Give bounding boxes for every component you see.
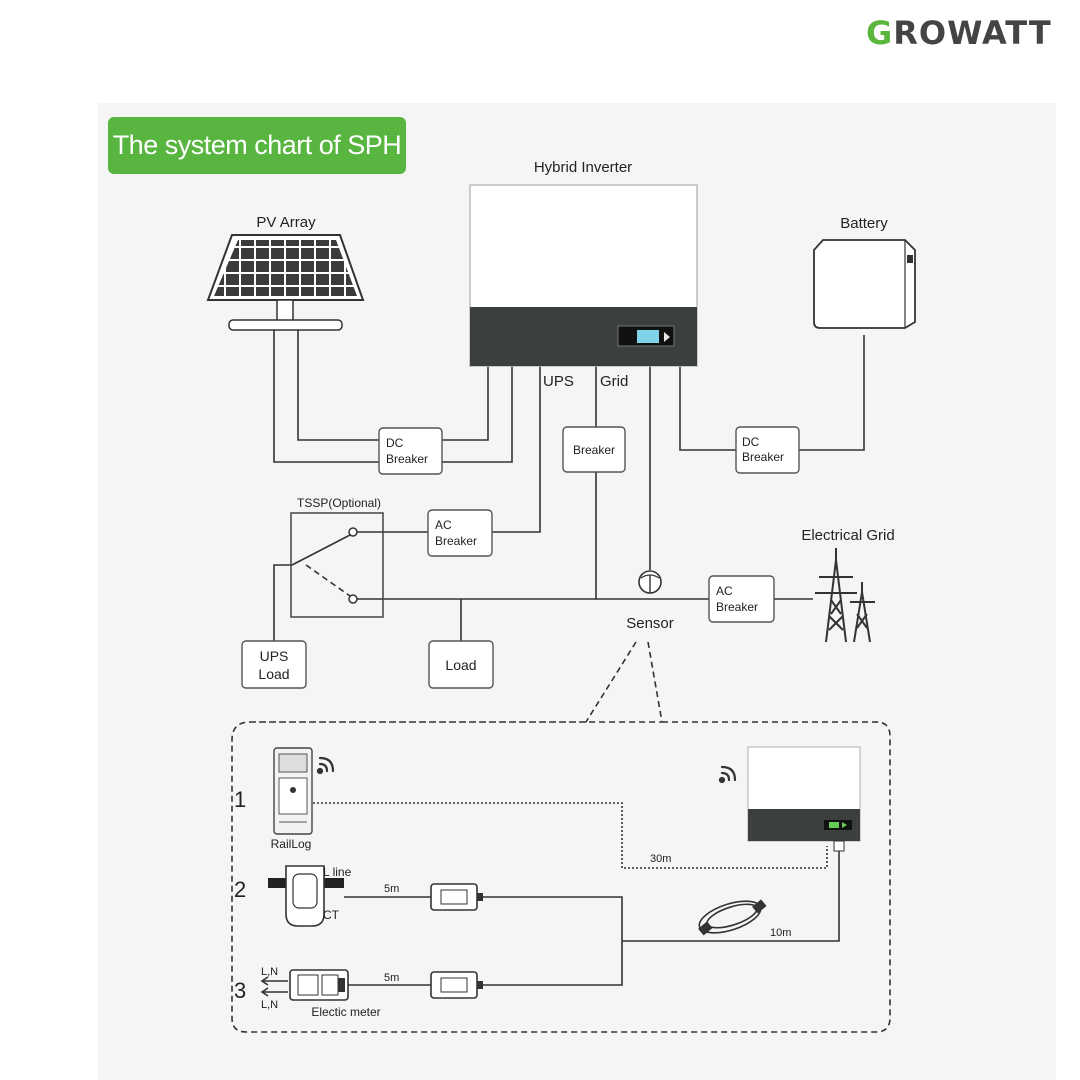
ac-breaker-grid: AC Breaker [708,575,775,623]
sensor-label: Sensor [626,615,674,632]
meter-out-label: L,N [261,999,278,1011]
sensor-cables [344,851,840,986]
svg-text:Breaker: Breaker [435,534,477,548]
electrical-grid-label: Electrical Grid [801,527,894,544]
sensor-callout [231,641,891,1033]
svg-text:Load: Load [258,666,289,682]
electric-meter [289,969,349,1001]
dc-breaker-left: DC Breaker [378,427,443,475]
breaker-grid: Breaker [562,426,626,473]
growatt-logo: GROWATT [866,14,1052,52]
ups-load-box: UPS Load [241,640,307,689]
svg-text:UPS: UPS [260,648,289,664]
raillog-label: RailLog [271,837,312,851]
ct-label: CT [323,908,340,922]
tssp-switch [290,512,384,618]
option-2-number: 2 [234,877,246,902]
ct-sensor [268,865,344,927]
svg-text:AC: AC [716,584,733,598]
inverter-label: Hybrid Inverter [534,159,632,176]
dc-breaker-right: DC Breaker [735,426,800,474]
electrical-grid-icon [815,548,875,643]
cable-30m-label: 30m [650,853,671,865]
rj45-coupler-icon [430,883,483,911]
cable-5m-ct-label: 5m [384,883,399,895]
meter-in-label: L,N [261,966,278,978]
svg-text:Breaker: Breaker [573,443,615,457]
sensor-icon [638,570,662,594]
ac-breaker-ups: AC Breaker [427,509,493,557]
battery-label: Battery [840,215,888,232]
battery-icon [813,239,916,329]
cable-coil-icon [698,899,767,936]
inverter-small [747,746,861,852]
pv-array-icon [206,234,365,331]
meter-label: Electic meter [311,1005,380,1019]
svg-text:AC: AC [435,518,452,532]
hybrid-inverter [469,184,698,367]
svg-text:Breaker: Breaker [742,450,784,464]
svg-text:Load: Load [445,657,476,673]
svg-text:Breaker: Breaker [716,600,758,614]
load-box: Load [428,640,494,689]
wifi-icon [718,765,737,784]
cable-10m-label: 10m [770,927,791,939]
raillog-device [273,747,313,835]
option-1-number: 1 [234,787,246,812]
page-title: The system chart of SPH [108,117,406,174]
rj45-coupler-icon [430,971,483,999]
arrow-left-icon [260,976,288,997]
wifi-icon [316,756,335,775]
svg-text:DC: DC [742,435,760,449]
cable-5m-meter-label: 5m [384,972,399,984]
raillog-cable [313,802,828,869]
option-3-number: 3 [234,978,246,1003]
ct-line-label: L line [323,865,352,879]
pv-array-label: PV Array [256,214,316,231]
ups-port-label: UPS [543,373,574,390]
tssp-label: TSSP(Optional) [297,496,381,510]
svg-text:Breaker: Breaker [386,452,428,466]
grid-port-label: Grid [600,373,628,390]
svg-text:DC: DC [386,436,404,450]
